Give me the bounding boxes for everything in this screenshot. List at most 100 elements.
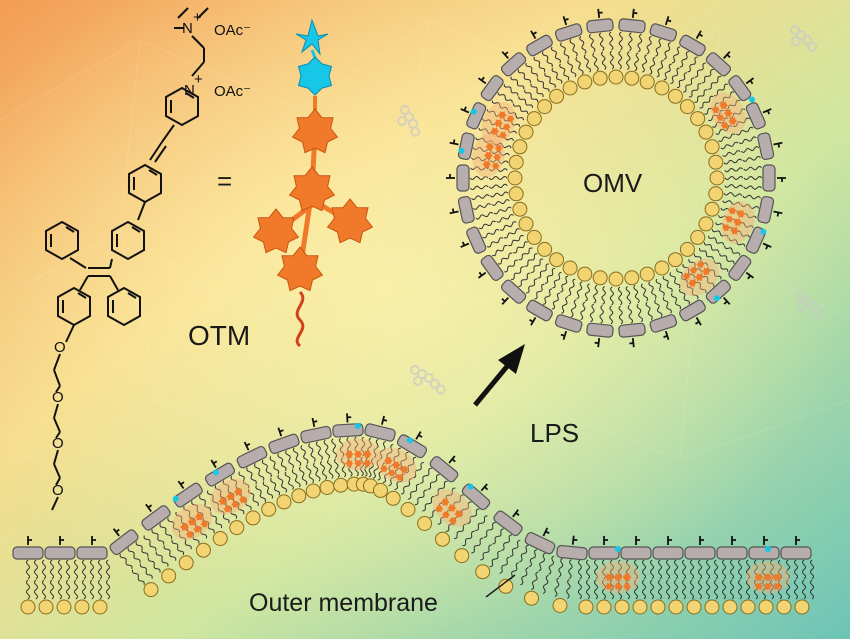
outer-membrane-lps-layer [12, 413, 812, 561]
outer-membrane-tail [445, 516, 459, 532]
outer-membrane-lps-antenna [346, 413, 352, 423]
outer-membrane-tail [285, 450, 295, 469]
outer-membrane-tail [429, 502, 443, 518]
omv-otm-mini [716, 114, 725, 122]
outer-membrane-otm-mini [353, 450, 363, 459]
omv-lps-antenna [501, 51, 509, 60]
outer-membrane-otm-mini [362, 450, 372, 459]
omv-tail [530, 83, 544, 97]
outer-membrane-otm-mini [442, 511, 450, 519]
outer-membrane-lps-antenna [415, 431, 423, 440]
faint-molecule-3 [795, 290, 823, 317]
omv-lps-antenna [449, 208, 459, 215]
outer-membrane-tail [674, 579, 678, 600]
omv-otm-mini [720, 122, 729, 129]
outer-membrane-lipid-head [305, 483, 321, 499]
outer-membrane-otm-cyan-head [355, 423, 361, 429]
budding-arrow [473, 344, 525, 407]
outer-membrane-tail [714, 559, 718, 580]
outer-membrane-tail [810, 559, 814, 580]
omv-tail [609, 50, 614, 70]
omv-lps-block [618, 322, 646, 338]
outer-membrane-tail [746, 579, 750, 600]
omv-lps-antenna [477, 76, 487, 85]
outer-membrane-tail [754, 579, 758, 600]
outer-membrane-lipid-head [614, 599, 630, 615]
outer-membrane-tail [319, 460, 328, 480]
omv-tail [541, 51, 553, 68]
outer-membrane-tail [610, 559, 614, 580]
outer-membrane-tail [453, 523, 467, 540]
otm-orange-ring-2 [288, 166, 336, 212]
omv-lps-block [757, 132, 775, 161]
omv-lipid-head [518, 216, 534, 232]
omv-otm-mini [701, 267, 711, 276]
outer-membrane-tail [179, 533, 192, 550]
outer-membrane-tail [331, 438, 338, 458]
outer-membrane-tail [398, 451, 409, 469]
omv-tail [728, 108, 746, 119]
outer-membrane-tail [422, 495, 435, 512]
faint-molecule-4 [410, 365, 446, 395]
omv-lps-antenna [594, 338, 601, 348]
outer-membrane-lipid-head [245, 510, 261, 526]
outer-membrane-tail [373, 438, 379, 459]
omv-tail [513, 241, 528, 254]
omv-tail [711, 229, 729, 238]
outer-membrane-lps-block [652, 546, 684, 560]
outer-membrane-lps-block [620, 546, 652, 560]
outer-membrane-lipid-head [632, 599, 648, 615]
outer-membrane-lps-block [429, 456, 459, 483]
outer-membrane-otm-mini [185, 531, 194, 538]
outer-membrane-tail [323, 439, 331, 460]
omv-lps-block [649, 23, 678, 42]
omv-lps-block [554, 314, 583, 333]
omv-lipid-head [704, 201, 720, 217]
omv-tail [475, 137, 494, 143]
omv-tail [736, 126, 754, 136]
omv-otm-mini [723, 109, 733, 118]
omv-tail [715, 125, 733, 135]
omv-lipid-head [608, 69, 624, 85]
omv-lipid-head [679, 241, 695, 257]
omv-tail [686, 284, 699, 300]
omv-tail [694, 62, 706, 78]
omv-lps-block [705, 279, 732, 304]
outer-membrane-lps-antenna [112, 528, 120, 537]
faint-molecules [397, 25, 823, 395]
omv-tail [504, 259, 518, 273]
omv-lipid-head [508, 154, 524, 170]
pyridinium-ring [165, 86, 199, 127]
outer-membrane-tail [730, 559, 734, 580]
outer-membrane-lps-block [461, 483, 491, 511]
outer-membrane-lps-block [588, 546, 620, 560]
omv-tail [561, 296, 569, 314]
omv-lipid-head [518, 124, 534, 140]
outer-membrane-otm-cyan-head [615, 546, 621, 552]
chemical-structure [45, 7, 209, 511]
omv-tail [743, 176, 763, 180]
outer-membrane-tail [738, 559, 742, 580]
outer-membrane-tail [682, 579, 686, 600]
outer-membrane-tail [586, 559, 590, 580]
omv-tail [499, 221, 517, 231]
omv-tail [645, 301, 653, 320]
outer-membrane-tail [225, 502, 238, 519]
outer-membrane-otm-mini [383, 456, 393, 465]
omv-tail [599, 304, 604, 324]
outer-membrane-tail [82, 559, 86, 580]
outer-membrane-tail [666, 559, 670, 580]
omv-tail [732, 117, 750, 128]
omv-lipid-head [608, 271, 624, 287]
outer-membrane-lps-block [44, 546, 76, 560]
outer-membrane-tail [269, 456, 280, 475]
omv-lipid-head [624, 270, 640, 286]
omv-tail [537, 263, 549, 279]
outer-membrane-tail [475, 515, 488, 531]
omv-tail [712, 117, 729, 128]
omv-lipid-head [704, 139, 720, 155]
outer-membrane-lps-block [684, 546, 716, 560]
omv-otm-cyan-head [760, 228, 767, 235]
outer-membrane-lipid-head [740, 599, 756, 615]
outer-membrane-lps-block [396, 434, 428, 459]
